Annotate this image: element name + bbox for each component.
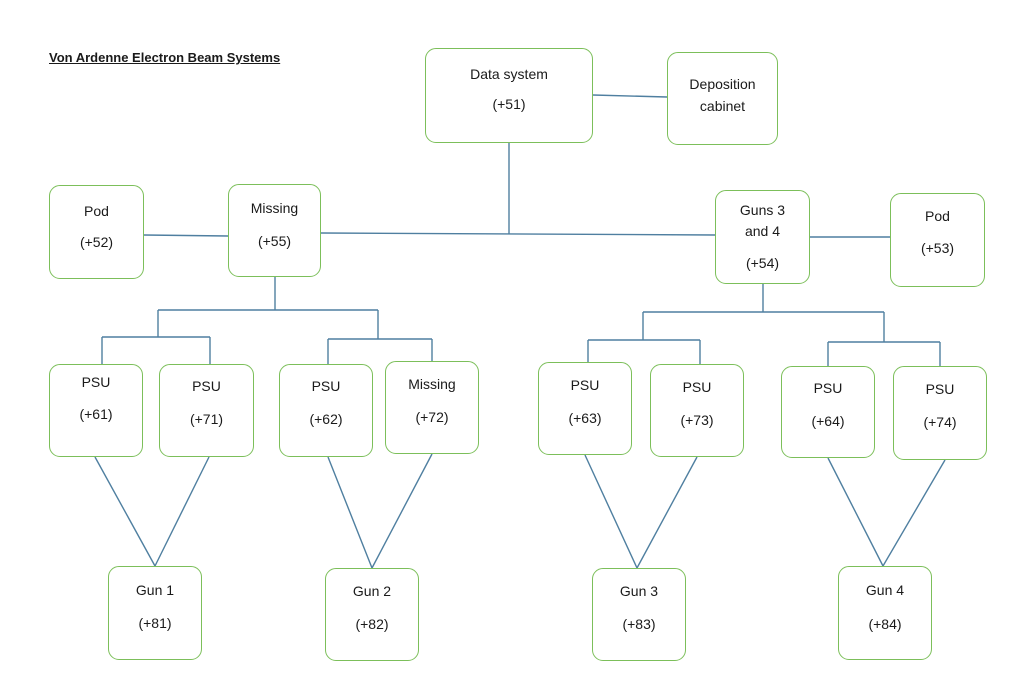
- gun-2-code: (+82): [355, 616, 389, 632]
- psu-64-box: PSU (+64): [781, 366, 875, 458]
- missing-72-label: Missing: [408, 376, 456, 392]
- deposition-cabinet-box: Deposition cabinet: [667, 52, 778, 145]
- connector-data-deposition: [592, 94, 668, 98]
- psu-62-code: (+62): [309, 411, 343, 427]
- diagram-title: Von Ardenne Electron Beam Systems: [49, 50, 281, 65]
- gun-2-box: Gun 2 (+82): [325, 568, 419, 661]
- connector-psu73-gun3: [636, 456, 698, 569]
- connector-psu64-gun4: [827, 457, 884, 567]
- gun-1-box: Gun 1 (+81): [108, 566, 202, 660]
- pod-52-box: Pod (+52): [49, 185, 144, 279]
- psu-71-box: PSU (+71): [159, 364, 254, 457]
- data-system-box: Data system (+51): [425, 48, 593, 143]
- psu-73-box: PSU (+73): [650, 364, 744, 457]
- missing-72-code: (+72): [415, 409, 449, 425]
- connector-psu63-gun3: [584, 454, 638, 569]
- data-system-label: Data system: [470, 66, 548, 82]
- connector-missing72-gun2: [371, 453, 433, 569]
- deposition-cabinet-label: Deposition cabinet: [689, 76, 756, 114]
- pod-52-label: Pod: [84, 203, 109, 219]
- psu-61-code: (+61): [79, 406, 113, 422]
- connector-main-bus: [320, 232, 716, 236]
- missing-55-box: Missing (+55): [228, 184, 321, 277]
- connector-psu71-gun1: [154, 456, 210, 567]
- pod-53-code: (+53): [920, 240, 955, 256]
- pod-53-box: Pod (+53): [890, 193, 985, 287]
- gun-3-code: (+83): [622, 616, 656, 632]
- gun-1-label: Gun 1: [135, 582, 175, 598]
- gun-4-code: (+84): [868, 616, 902, 632]
- psu-62-label: PSU: [311, 378, 341, 394]
- psu-74-label: PSU: [925, 381, 955, 397]
- gun-2-label: Gun 2: [352, 583, 392, 599]
- psu-74-box: PSU (+74): [893, 366, 987, 460]
- gun-3-label: Gun 3: [619, 583, 659, 599]
- psu-64-label: PSU: [813, 380, 843, 396]
- data-system-code: (+51): [492, 96, 526, 112]
- guns-3-4-label: Guns 3 and 4: [739, 202, 786, 239]
- psu-73-code: (+73): [680, 412, 714, 428]
- guns-3-4-code: (+54): [745, 255, 780, 271]
- psu-71-code: (+71): [189, 411, 224, 427]
- gun-4-label: Gun 4: [865, 582, 905, 598]
- gun-1-code: (+81): [138, 615, 172, 631]
- connector-pod52-missing: [143, 234, 229, 237]
- psu-61-box: PSU (+61): [49, 364, 143, 457]
- missing-72-box: Missing (+72): [385, 361, 479, 454]
- psu-64-code: (+64): [811, 413, 845, 429]
- missing-55-label: Missing: [250, 200, 299, 216]
- guns-3-4-box: Guns 3 and 4 (+54): [715, 190, 810, 284]
- gun-4-box: Gun 4 (+84): [838, 566, 932, 660]
- connector-psu74-gun4: [882, 459, 946, 567]
- pod-52-code: (+52): [79, 234, 114, 250]
- connector-psu62-gun2: [327, 456, 373, 569]
- psu-62-box: PSU (+62): [279, 364, 373, 457]
- psu-73-label: PSU: [682, 379, 712, 395]
- psu-61-label: PSU: [81, 374, 111, 390]
- psu-74-code: (+74): [923, 414, 957, 430]
- psu-63-code: (+63): [568, 410, 602, 426]
- psu-71-label: PSU: [192, 378, 221, 394]
- gun-3-box: Gun 3 (+83): [592, 568, 686, 661]
- connector-psu61-gun1: [94, 456, 156, 567]
- psu-63-box: PSU (+63): [538, 362, 632, 455]
- psu-63-label: PSU: [570, 377, 600, 393]
- missing-55-code: (+55): [257, 233, 292, 249]
- pod-53-label: Pod: [925, 208, 950, 224]
